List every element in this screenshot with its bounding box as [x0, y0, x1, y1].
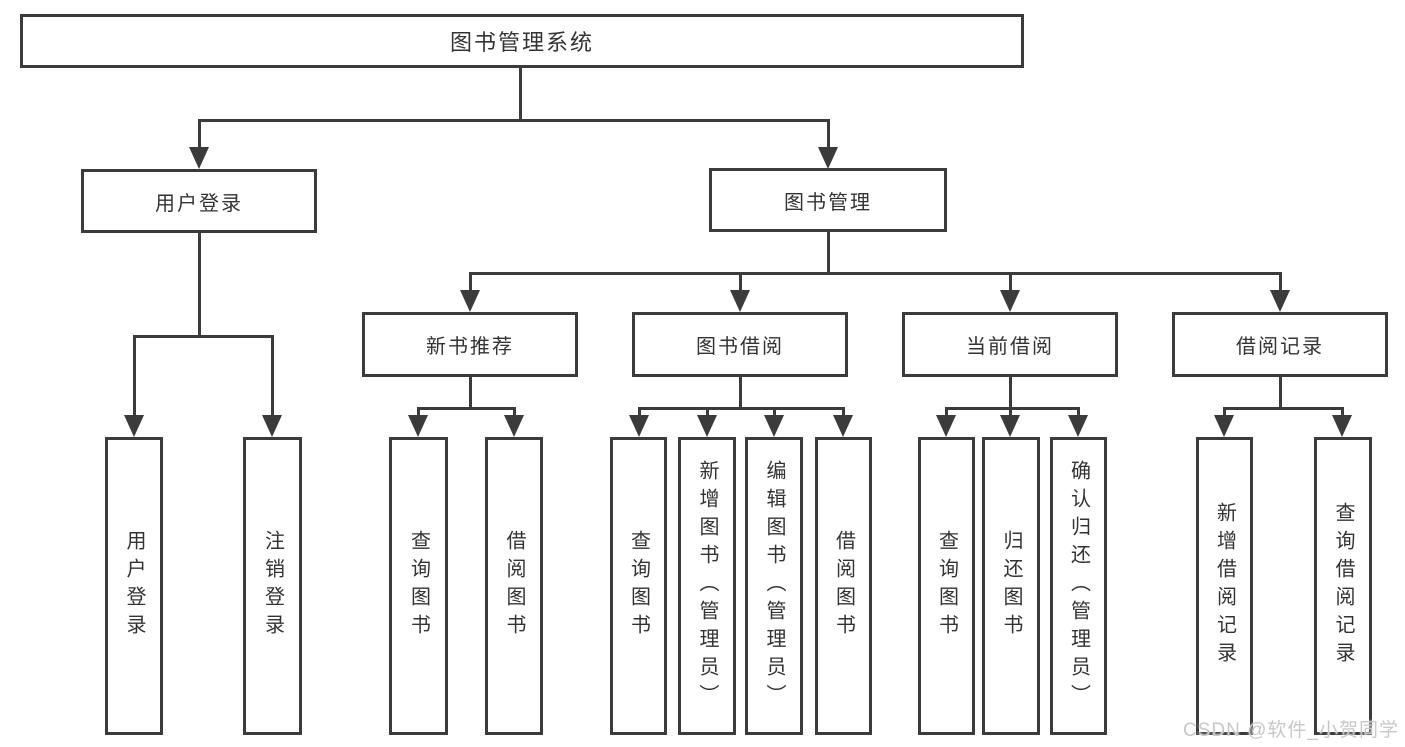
leaf-logout-label: 注销登录	[261, 530, 284, 642]
arrow-down-icon	[764, 415, 784, 437]
connector-line	[1223, 407, 1226, 419]
leaf-query-books-recommend: 查询图书	[389, 437, 448, 735]
arrow-down-icon	[730, 290, 750, 312]
leaf-query-borrow-record-label: 查询借阅记录	[1332, 502, 1354, 670]
connector-line	[469, 377, 472, 410]
leaf-query-books-current-label: 查询图书	[935, 530, 958, 642]
leaf-return-books-label: 归还图书	[1000, 530, 1022, 642]
connector-line	[827, 119, 830, 149]
leaf-borrow-books: 借阅图书	[815, 437, 872, 735]
arrow-down-icon	[460, 290, 480, 312]
connector-line	[198, 119, 201, 149]
connector-line	[1341, 407, 1344, 419]
connector-line	[1009, 407, 1012, 419]
connector-line	[638, 407, 641, 419]
connector-line	[739, 272, 742, 294]
leaf-add-books-admin: 新增图书（管理员）	[678, 437, 736, 735]
connector-line	[513, 407, 516, 419]
arrow-down-icon	[629, 415, 649, 437]
node-borrowing-records: 借阅记录	[1172, 312, 1388, 377]
connector-line	[198, 233, 201, 337]
leaf-edit-books-admin-label: 编辑图书（管理员）	[763, 460, 785, 712]
leaf-query-books-borrow: 查询图书	[610, 437, 667, 735]
connector-line	[945, 407, 948, 419]
connector-line	[469, 272, 472, 294]
node-library-management-system: 图书管理系统	[20, 14, 1024, 68]
arrow-down-icon	[1000, 415, 1020, 437]
leaf-confirm-return-admin: 确认归还（管理员）	[1050, 437, 1107, 735]
arrow-down-icon	[1332, 415, 1352, 437]
leaf-logout: 注销登录	[243, 437, 302, 735]
leaf-borrow-books-label: 借阅图书	[832, 530, 855, 642]
node-current-borrowing: 当前借阅	[902, 312, 1118, 377]
connector-line	[1009, 272, 1012, 294]
arrow-down-icon	[1270, 290, 1290, 312]
leaf-add-borrow-record-label: 新增借阅记录	[1213, 502, 1236, 670]
node-book-borrowing: 图书借阅	[632, 312, 848, 377]
connector-line	[706, 407, 709, 419]
node-book-management: 图书管理	[709, 168, 947, 232]
leaf-edit-books-admin: 编辑图书（管理员）	[745, 437, 803, 735]
arrow-down-icon	[189, 147, 209, 169]
leaf-add-borrow-record: 新增借阅记录	[1196, 437, 1253, 735]
connector-line	[198, 119, 829, 122]
connector-line	[133, 335, 274, 338]
leaf-query-borrow-record: 查询借阅记录	[1314, 437, 1372, 735]
arrow-down-icon	[697, 415, 717, 437]
leaf-query-books-current: 查询图书	[918, 437, 975, 735]
leaf-borrow-books-recommend: 借阅图书	[485, 437, 543, 735]
arrow-down-icon	[408, 415, 428, 437]
arrow-down-icon	[1214, 415, 1234, 437]
arrow-down-icon	[936, 415, 956, 437]
arrow-down-icon	[504, 415, 524, 437]
arrow-down-icon	[1000, 290, 1020, 312]
connector-line	[417, 407, 420, 419]
connector-line	[1077, 407, 1080, 419]
arrow-down-icon	[833, 415, 853, 437]
arrow-down-icon	[262, 415, 282, 437]
connector-line	[1279, 377, 1282, 410]
leaf-return-books: 归还图书	[982, 437, 1040, 735]
leaf-confirm-return-admin-label: 确认归还（管理员）	[1067, 460, 1090, 712]
node-new-book-recommendation: 新书推荐	[362, 312, 578, 377]
connector-line	[827, 232, 830, 275]
connector-line	[739, 377, 742, 410]
leaf-add-books-admin-label: 新增图书（管理员）	[696, 460, 718, 712]
connector-line	[1279, 272, 1282, 294]
connector-line	[773, 407, 776, 419]
connector-line	[133, 335, 136, 417]
leaf-query-books-borrow-label: 查询图书	[627, 530, 650, 642]
arrow-down-icon	[124, 415, 144, 437]
connector-line	[417, 407, 516, 410]
leaf-user-login-label: 用户登录	[123, 530, 145, 642]
connector-line	[1009, 377, 1012, 410]
leaf-query-books-recommend-label: 查询图书	[407, 530, 430, 642]
connector-line	[519, 68, 522, 120]
connector-line	[945, 407, 1080, 410]
connector-line	[638, 407, 845, 410]
node-user-login: 用户登录	[81, 169, 317, 233]
connector-line	[1223, 407, 1344, 410]
connector-line	[842, 407, 845, 419]
connector-line	[271, 335, 274, 417]
csdn-watermark: CSDN @软件_小贺同学	[1183, 720, 1399, 741]
arrow-down-icon	[818, 147, 838, 169]
leaf-user-login: 用户登录	[105, 437, 163, 735]
arrow-down-icon	[1068, 415, 1088, 437]
leaf-borrow-books-recommend-label: 借阅图书	[503, 530, 525, 642]
connector-line	[469, 272, 1282, 275]
